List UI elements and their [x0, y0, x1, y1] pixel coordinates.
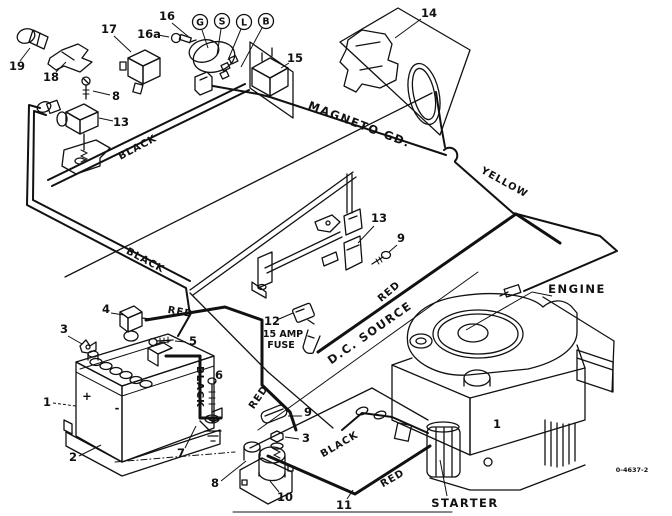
- component-labels: ENGINE STARTER 15 AMP FUSE 0-4637-2: [263, 282, 648, 510]
- terminal-bolt: [148, 336, 174, 347]
- wire-black-battery-ground: [164, 354, 223, 420]
- hood-latch-14: [339, 29, 441, 126]
- terminal-g: G: [196, 18, 204, 29]
- wire-red-battery-to-solenoid: [144, 305, 298, 432]
- battery: [75, 333, 215, 463]
- callout-9-center: 9: [397, 231, 405, 245]
- wing-nut: [79, 339, 97, 354]
- callout-12: 12: [264, 314, 280, 328]
- battery-negative-elbow: [147, 341, 173, 367]
- label-fuse-amp: 15 AMP: [263, 329, 303, 340]
- frame-edges: [64, 7, 615, 513]
- terminal-b: B: [262, 17, 269, 28]
- wire-harness-left-black: [26, 83, 250, 337]
- callout-18: 18: [43, 70, 59, 84]
- harness-cap-connector: [36, 99, 61, 115]
- callout-11: 11: [336, 498, 352, 512]
- callout-8-top: 8: [112, 89, 120, 103]
- wire-color-labels: BLACK BLACK BLACK BLACK RED RED RED RED …: [117, 98, 530, 490]
- headlight-bulb: [16, 28, 49, 50]
- callout-9-solenoid: 9: [304, 405, 312, 419]
- callout-6: 6: [215, 368, 223, 382]
- callout-3-solenoid: 3: [302, 431, 310, 445]
- interlock-switch-left: [56, 103, 111, 175]
- lamp-bracket: [47, 43, 93, 73]
- callouts: 19 18 17 16 16a 15 14 8 13 13 9 12 4 3 5…: [9, 6, 501, 512]
- callout-15: 15: [287, 51, 303, 65]
- solenoid-cap: [260, 404, 288, 424]
- wire-red-solenoid-to-starter: [266, 444, 432, 496]
- wire-yellow: [454, 161, 618, 292]
- label-dc-source: D.C. SOURCE: [325, 298, 415, 367]
- engine: [391, 293, 614, 491]
- callout-16a: 16a: [137, 27, 161, 41]
- callout-16: 16: [159, 9, 175, 23]
- label-red-left: RED: [247, 384, 271, 411]
- battery-minus: -: [115, 401, 120, 415]
- label-black-top-left: BLACK: [117, 133, 159, 162]
- interlock-switch-center: [251, 208, 363, 299]
- battery-positive-clamp: [119, 305, 151, 342]
- fuse-holder: [291, 302, 321, 355]
- wire-starter-lead: [341, 406, 429, 434]
- light-switch: [119, 49, 161, 95]
- callout-2: 2: [69, 450, 77, 464]
- label-engine: ENGINE: [548, 282, 606, 296]
- screw-center: [371, 250, 392, 265]
- label-starter: STARTER: [431, 496, 499, 510]
- ground-symbol: [199, 420, 222, 442]
- battery-markings: + -: [82, 389, 119, 415]
- callout-4: 4: [102, 302, 110, 316]
- callout-17: 17: [101, 22, 117, 36]
- callout-10: 10: [277, 490, 293, 504]
- starter-solenoid: [239, 441, 294, 505]
- battery-hold-down-tray: [63, 407, 223, 477]
- screw-top-left: [81, 76, 91, 100]
- callout-3-battery: 3: [60, 322, 68, 336]
- callout-1-engine: 1: [493, 417, 501, 431]
- battery-plus: +: [82, 389, 92, 403]
- switch-connector: [194, 71, 213, 96]
- callout-5: 5: [189, 334, 197, 348]
- wire-red-dc-source: [316, 212, 562, 354]
- callout-13-left: 13: [113, 115, 129, 129]
- wire-center-switch-drop: [346, 173, 353, 214]
- label-part-number: 0-4637-2: [616, 466, 649, 474]
- terminal-circles: G S L B: [191, 12, 275, 68]
- solenoid-nut: [270, 430, 284, 459]
- ignition-key: [170, 32, 192, 44]
- label-fuse: FUSE: [267, 340, 295, 351]
- harness-connector-15: [251, 47, 289, 97]
- starter-motor: [426, 421, 461, 478]
- label-magneto-gd: MAGNETO GD.: [306, 98, 413, 150]
- callout-19: 19: [9, 59, 25, 73]
- wire-magneto-ground: [212, 85, 459, 162]
- label-black-bottom: BLACK: [319, 429, 361, 460]
- ignition-switch: [188, 39, 239, 80]
- callout-13-center: 13: [371, 211, 387, 225]
- label-black-mid-left: BLACK: [124, 246, 166, 275]
- callout-7: 7: [177, 446, 185, 460]
- terminal-s: S: [219, 17, 226, 28]
- label-red-battery: RED: [167, 305, 194, 320]
- callout-1: 1: [43, 395, 51, 409]
- callout-14: 14: [421, 6, 437, 20]
- label-black-battery: BLACK: [194, 366, 205, 408]
- label-yellow: YELLOW: [478, 165, 530, 200]
- terminal-l: L: [241, 18, 247, 29]
- callout-8-solenoid: 8: [211, 476, 219, 490]
